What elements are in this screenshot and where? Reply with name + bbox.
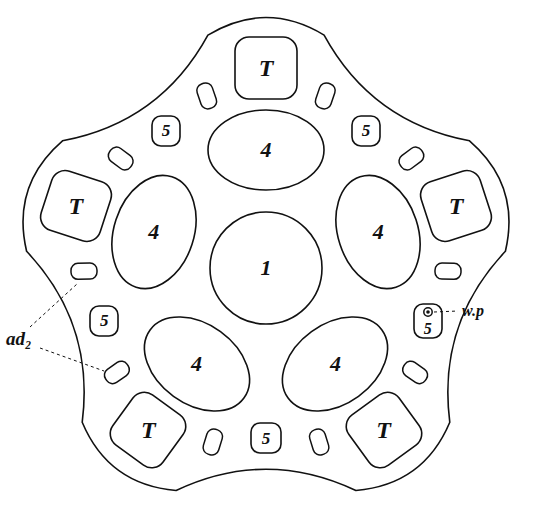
plate-node: 5 bbox=[251, 423, 281, 453]
plate-number: 5 bbox=[362, 122, 371, 139]
plate-number: T bbox=[68, 194, 83, 218]
plate-node: T bbox=[103, 385, 193, 475]
plate-shape bbox=[251, 423, 281, 453]
plate-node: 4 bbox=[275, 304, 395, 424]
callout-label: w.p bbox=[462, 302, 484, 320]
plate-node: 5 bbox=[90, 306, 118, 336]
plate-node: T bbox=[235, 37, 297, 99]
plate-number: T bbox=[376, 418, 391, 442]
plate-node: T bbox=[339, 385, 429, 475]
plate-node: 1 bbox=[208, 210, 324, 326]
plate-shape bbox=[265, 297, 406, 430]
plate-number: 1 bbox=[261, 257, 272, 279]
plate-shape bbox=[105, 386, 192, 473]
plate-shape bbox=[417, 167, 495, 245]
plate-number: T bbox=[259, 56, 274, 80]
plate-node: 5 bbox=[414, 304, 442, 338]
callout-label: ad₂ bbox=[6, 329, 32, 350]
plate-number: 4 bbox=[261, 139, 272, 161]
plate-shape bbox=[414, 304, 442, 338]
callout-text: w.p bbox=[462, 302, 484, 319]
callout-text: ad₂ bbox=[6, 328, 32, 349]
plate-node: 5 bbox=[352, 116, 380, 146]
plate-node: T bbox=[31, 161, 121, 251]
plate-number: T bbox=[141, 418, 156, 442]
plate-shape bbox=[37, 167, 115, 245]
plate-number: 4 bbox=[330, 353, 341, 375]
plate-node: 4 bbox=[94, 172, 214, 292]
plate-number: 5 bbox=[424, 321, 432, 337]
plate-shape bbox=[208, 110, 324, 190]
plate-node: 4 bbox=[137, 304, 257, 424]
plate-shape bbox=[126, 297, 267, 430]
plate-shape bbox=[98, 164, 210, 299]
plate-shape bbox=[152, 116, 180, 146]
plate-shape bbox=[235, 37, 297, 99]
plate-number: 5 bbox=[162, 122, 171, 139]
plate-number: 5 bbox=[100, 312, 109, 329]
plate-number: 4 bbox=[191, 353, 202, 375]
water-pore bbox=[424, 308, 432, 316]
disc-outline bbox=[23, 18, 509, 491]
plate-node: 4 bbox=[206, 90, 326, 210]
plate-shape bbox=[352, 116, 380, 146]
water-pore-dot bbox=[426, 310, 430, 314]
plate-shape bbox=[90, 306, 118, 336]
plate-node: T bbox=[411, 161, 501, 251]
plate-number: 4 bbox=[148, 221, 159, 243]
plate-shape bbox=[322, 164, 434, 299]
plate-node: 4 bbox=[318, 172, 438, 292]
plate-shape bbox=[340, 386, 427, 473]
plate-number: T bbox=[449, 194, 464, 218]
plate-number: 4 bbox=[373, 221, 384, 243]
plate-node: 5 bbox=[152, 116, 180, 146]
small-plates bbox=[71, 81, 461, 457]
plate-number: 5 bbox=[262, 430, 271, 447]
plate-shape bbox=[210, 212, 322, 324]
